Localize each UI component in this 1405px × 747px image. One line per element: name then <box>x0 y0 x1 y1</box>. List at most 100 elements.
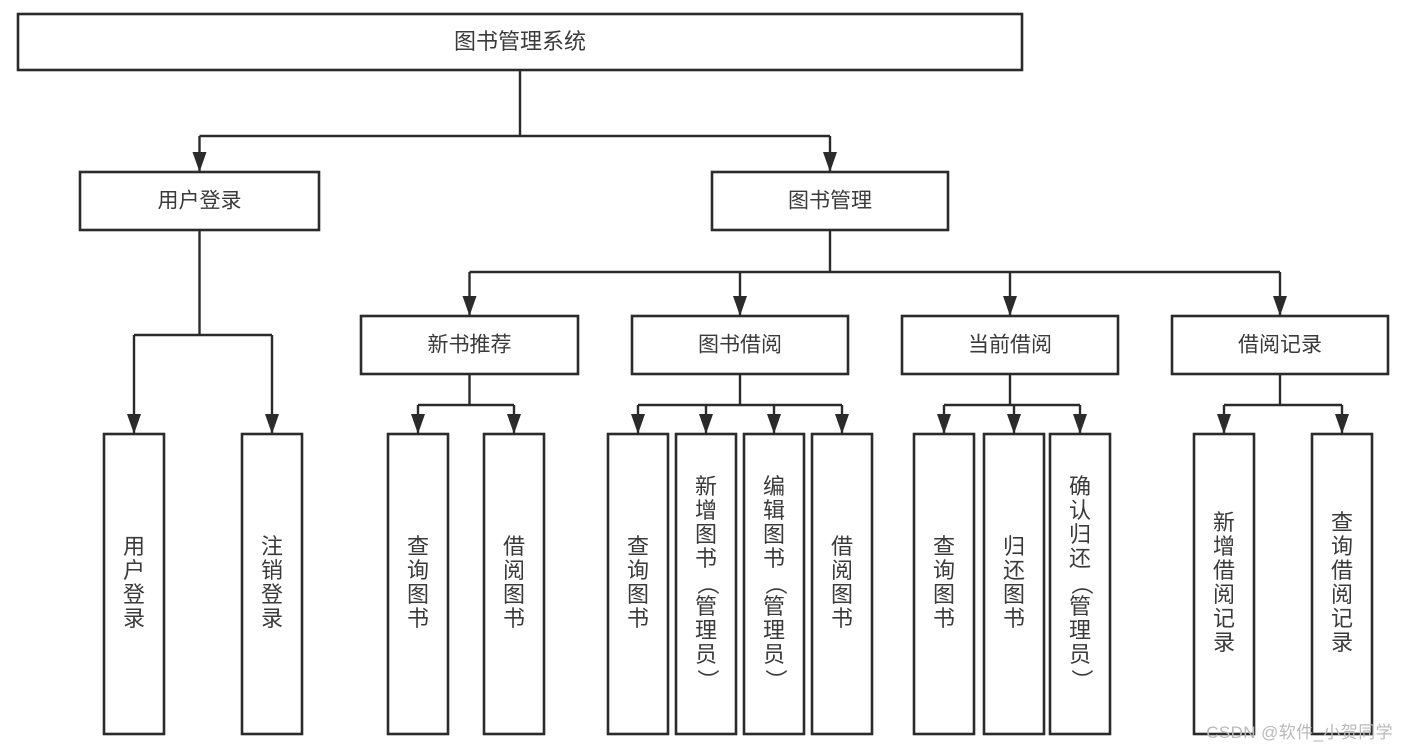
node-label-char: 理 <box>1069 618 1091 643</box>
node-label-char: 登 <box>123 582 145 607</box>
node-undefined[interactable]: 图书管理系统 <box>16 12 1024 72</box>
arrow-head-icon <box>127 414 141 434</box>
node-label-char: 销 <box>261 558 283 583</box>
node-label-char: （ <box>695 573 720 595</box>
node-current-borrow[interactable]: 当前借阅 <box>900 314 1120 376</box>
node-box <box>912 432 976 736</box>
node-label-char: 借 <box>831 534 853 559</box>
arrow-head-icon <box>767 414 781 434</box>
node-label-char: 理 <box>695 618 717 643</box>
node-label-char: 借 <box>503 534 525 559</box>
node-label-char: 员 <box>1069 642 1091 667</box>
node-box <box>386 432 450 736</box>
node-label-char: 归 <box>1069 522 1091 547</box>
arrow-head-icon <box>835 414 849 434</box>
node-label-char: 图 <box>831 582 853 607</box>
node-label-char: 认 <box>1069 498 1091 523</box>
node-label-char: 管 <box>695 594 717 619</box>
node-user-login[interactable]: 用户登录 <box>78 170 321 232</box>
node-label-char: 图 <box>503 582 525 607</box>
node-label-char: 图 <box>695 522 717 547</box>
node-label-char: ） <box>1069 669 1094 691</box>
node-box <box>674 432 738 736</box>
node-label-char: 书 <box>1003 606 1025 631</box>
node-label-char: ） <box>763 669 788 691</box>
node-label-char: 阅 <box>1331 582 1353 607</box>
node-box <box>630 314 850 376</box>
node-label-char: 还 <box>1069 546 1091 571</box>
node-label-char: 记 <box>1331 606 1353 631</box>
node-label-char: 图 <box>1003 582 1025 607</box>
node-label: 借阅记录 <box>1238 334 1322 357</box>
node-label-char: 新 <box>1213 510 1235 535</box>
node-label-char: 录 <box>261 606 283 631</box>
node-label-char: 录 <box>1331 630 1353 655</box>
node-label-char: 图 <box>933 582 955 607</box>
node-label-char: 录 <box>123 606 145 631</box>
node-label-char: 管 <box>1069 594 1091 619</box>
node-box <box>606 432 670 736</box>
node-label: 新书推荐 <box>428 334 512 357</box>
node-label-char: 增 <box>695 498 717 523</box>
node-label-char: 用 <box>123 534 145 559</box>
node-box <box>1048 432 1112 736</box>
node-book-manage[interactable]: 图书管理 <box>710 170 950 232</box>
node-label-char: 员 <box>695 642 717 667</box>
node-label-char: 图 <box>407 582 429 607</box>
node-label-char: 询 <box>407 558 429 583</box>
node-label-char: 理 <box>763 618 785 643</box>
node-box <box>482 432 546 736</box>
node-label-char: ） <box>695 669 720 691</box>
node-box <box>78 170 321 232</box>
arrow-head-icon <box>1335 414 1349 434</box>
node-label-char: 注 <box>261 534 283 559</box>
node-book-borrow[interactable]: 图书借阅 <box>630 314 850 376</box>
node-label: 用户登录 <box>158 190 242 213</box>
arrow-head-icon <box>937 414 951 434</box>
node-label-char: 询 <box>1331 534 1353 559</box>
node-label-char: 管 <box>763 594 785 619</box>
node-label-char: 查 <box>933 534 955 559</box>
node-label-char: 还 <box>1003 558 1025 583</box>
node-label-char: 书 <box>763 546 785 571</box>
node-label-char: 员 <box>763 642 785 667</box>
node-label-char: 书 <box>627 606 649 631</box>
node-label-char: 借 <box>1213 558 1235 583</box>
node-leaf-user-login[interactable]: 用户登录 <box>102 432 166 736</box>
node-label-char: 查 <box>627 534 649 559</box>
node-label-char: 辑 <box>763 498 785 523</box>
connector-layer <box>127 70 1349 434</box>
node-layer: 图书管理系统用户登录图书管理新书推荐图书借阅当前借阅借阅记录用户登录注销登录查询… <box>16 12 1390 736</box>
node-label-char: 录 <box>1213 630 1235 655</box>
node-label-char: 询 <box>933 558 955 583</box>
node-label-char: 阅 <box>1213 582 1235 607</box>
arrow-head-icon <box>823 152 837 172</box>
arrow-head-icon <box>1217 414 1231 434</box>
node-label-char: 图 <box>627 582 649 607</box>
arrow-head-icon <box>1007 414 1021 434</box>
node-label-char: 图 <box>763 522 785 547</box>
node-label-char: 询 <box>627 558 649 583</box>
node-label-char: 阅 <box>503 558 525 583</box>
node-box <box>102 432 166 736</box>
node-label: 图书借阅 <box>698 334 782 357</box>
node-box <box>982 432 1046 736</box>
arrow-head-icon <box>192 152 207 172</box>
node-box <box>742 432 806 736</box>
node-new-book-recommend[interactable]: 新书推荐 <box>359 314 580 376</box>
node-borrow-record[interactable]: 借阅记录 <box>1170 314 1390 376</box>
